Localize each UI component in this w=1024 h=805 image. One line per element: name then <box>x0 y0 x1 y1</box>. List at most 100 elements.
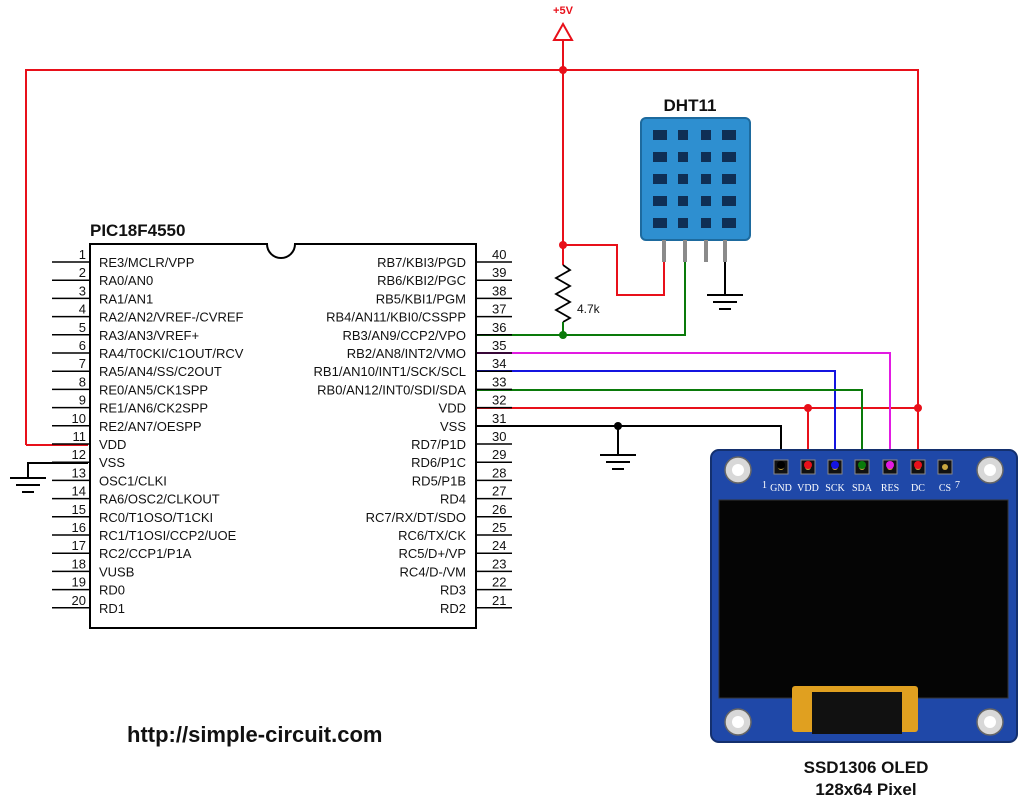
pin-label: RD2 <box>440 601 466 616</box>
pin-number: 17 <box>72 538 86 553</box>
oled-reset-wire <box>477 352 891 465</box>
grille-slot <box>653 130 667 140</box>
flex-cable-inner <box>812 692 902 734</box>
pin-label: OSC1/CLKI <box>99 473 167 488</box>
pin-label: RB6/KBI2/PGC <box>377 273 466 288</box>
sensor-housing <box>640 117 751 241</box>
pin-number: 38 <box>492 283 506 298</box>
grille-slot <box>653 218 667 228</box>
pin-number: 25 <box>492 520 506 535</box>
pin-label: VDD <box>99 437 126 452</box>
oled-pin-label: SCK <box>825 483 845 494</box>
grille-slot <box>653 196 667 206</box>
pin-number: 7 <box>79 356 86 371</box>
pin-number: 21 <box>492 593 506 608</box>
pin-number: 3 <box>79 283 86 298</box>
oled-pin-label: DC <box>911 483 925 494</box>
header-pin-pad <box>942 464 948 470</box>
power-wires <box>25 69 919 465</box>
pin-number: 1 <box>79 247 86 262</box>
dht-vcc-wire <box>563 244 665 296</box>
grille-slot <box>722 218 736 228</box>
pin-number: 29 <box>492 447 506 462</box>
pin-number: 34 <box>492 356 506 371</box>
pin-label: RA1/AN1 <box>99 291 153 306</box>
pin-number: 11 <box>73 429 87 444</box>
grille-slot <box>653 152 667 162</box>
oled-clock-wire <box>477 370 836 465</box>
junction-dot <box>914 404 922 412</box>
pin-label: RA4/T0CKI/C1OUT/RCV <box>99 346 244 361</box>
pin-number: 5 <box>79 320 86 335</box>
grille-slot <box>722 152 736 162</box>
oled-pin-label: SDA <box>852 483 873 494</box>
grille-slot <box>722 130 736 140</box>
pin-number: 37 <box>492 302 506 317</box>
pin-number: 27 <box>492 484 506 499</box>
site-url: http://simple-circuit.com <box>127 722 382 747</box>
pin-number: 15 <box>72 502 86 517</box>
junction-dot <box>559 66 567 74</box>
pin-number: 12 <box>72 447 86 462</box>
pin-label: RC7/RX/DT/SDO <box>366 510 466 525</box>
pin-label: VSS <box>99 455 125 470</box>
resistor-zigzag <box>554 264 572 323</box>
oled-pin-label: RES <box>881 483 899 494</box>
junction-dot <box>559 241 567 249</box>
grille-slot <box>701 174 711 184</box>
pin-number: 2 <box>79 265 86 280</box>
supply-symbol: +5V <box>552 5 574 70</box>
pin-label: RD0 <box>99 583 125 598</box>
pin-label: RB4/AN11/KBI0/CSSPP <box>326 310 466 325</box>
grille-slot <box>701 152 711 162</box>
resistor-label: 4.7k <box>577 302 601 316</box>
pin-label: RA3/AN3/VREF+ <box>99 328 199 343</box>
pin-label: RC2/CCP1/P1A <box>99 546 192 561</box>
pin-label: RA0/AN0 <box>99 273 153 288</box>
pin-number: 31 <box>492 411 506 426</box>
mcu-pin-group: 1RE3/MCLR/VPP2RA0/AN03RA1/AN14RA2/AN2/VR… <box>52 247 512 616</box>
pin-label: RE3/MCLR/VPP <box>99 255 194 270</box>
pin-label: RC0/T1OSO/T1CKI <box>99 510 213 525</box>
pin-label: VDD <box>439 401 466 416</box>
pin-number: 39 <box>492 265 506 280</box>
mcu-name: PIC18F4550 <box>90 221 185 240</box>
ground-symbol <box>707 294 743 310</box>
pin-label: RC1/T1OSI/CCP2/UOE <box>99 528 237 543</box>
mounting-hole <box>724 708 752 736</box>
pin-label: RB3/AN9/CCP2/VPO <box>342 328 466 343</box>
dht-data-wire <box>477 262 686 336</box>
grille-slot <box>701 130 711 140</box>
pin-number: 10 <box>72 411 86 426</box>
mounting-hole <box>724 456 752 484</box>
pin-label: RD7/P1D <box>411 437 466 452</box>
pin-number: 33 <box>492 374 506 389</box>
pin-number: 23 <box>492 556 506 571</box>
oled-subtitle: 128x64 Pixel <box>815 780 916 799</box>
oled-data-wire <box>477 389 863 465</box>
pin-number: 26 <box>492 502 506 517</box>
pin-label: RD1 <box>99 601 125 616</box>
sensor-leads <box>662 240 727 262</box>
supply-label: +5V <box>553 5 574 17</box>
dht11-sensor: DHT11 <box>640 96 751 262</box>
grille-slot <box>701 196 711 206</box>
grille-slot <box>678 174 688 184</box>
pin-number: 16 <box>72 520 86 535</box>
pin-number: 4 <box>79 302 86 317</box>
sensor-name: DHT11 <box>664 96 717 115</box>
pin-label: RB1/AN10/INT1/SCK/SCL <box>314 364 466 379</box>
pin-number: 9 <box>79 393 86 408</box>
grille-slot <box>678 218 688 228</box>
wire-end-dot <box>777 461 785 469</box>
grille-slot <box>678 130 688 140</box>
sensor-grille <box>653 130 736 228</box>
supply-arrow <box>552 21 574 41</box>
pin-label: VSS <box>440 419 466 434</box>
pin-label: RE1/AN6/CK2SPP <box>99 401 208 416</box>
oled-corner-mark: 7 <box>955 480 960 491</box>
pin-label: RA6/OSC2/CLKOUT <box>99 492 220 507</box>
grille-slot <box>722 196 736 206</box>
grille-slot <box>701 218 711 228</box>
